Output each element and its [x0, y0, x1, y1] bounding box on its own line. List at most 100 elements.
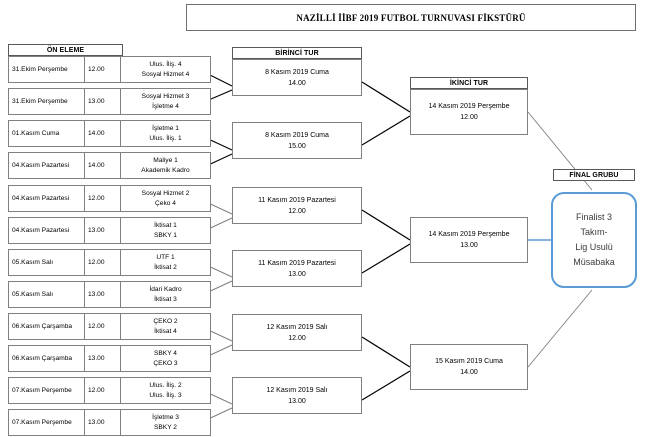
prelim-teams: Sosyal Hizmet 3 İşletme 4 [120, 88, 211, 115]
prelim-teams: İşletme 3 SBKY 2 [120, 409, 211, 436]
round2-match-date: 14 Kasım 2019 Perşembe [428, 231, 510, 238]
prelim-date: 06.Kasım Çarşamba [8, 313, 85, 340]
prelim-row[interactable]: 06.Kasım Çarşamba 12.00 ÇEKO 2 İktisat 4 [8, 313, 211, 340]
final-group-line-4: Müsabaka [573, 257, 615, 267]
prelim-time: 12.00 [84, 313, 121, 340]
prelim-row[interactable]: 31.Ekim Perşembe 13.00 Sosyal Hizmet 3 İ… [8, 88, 211, 115]
stage-header-preliminary: ÖN ELEME [8, 44, 123, 56]
final-group-line-3: Lig Usulü [575, 242, 613, 252]
prelim-teams: Ulus. İliş. 2 Ulus. İliş. 3 [120, 377, 211, 404]
prelim-date: 04.Kasım Pazartesi [8, 217, 85, 244]
prelim-team-2: SBKY 2 [154, 423, 177, 431]
prelim-teams: UTF 1 İktisat 2 [120, 249, 211, 276]
prelim-row[interactable]: 04.Kasım Pazartesi 13.00 İktisat 1 SBKY … [8, 217, 211, 244]
prelim-row[interactable]: 06.Kasım Çarşamba 13.00 SBKY 4 ÇEKO 3 [8, 345, 211, 372]
prelim-date: 05.Kasım Salı [8, 249, 85, 276]
prelim-team-1: İşletme 1 [152, 124, 179, 132]
prelim-date: 07.Kasım Perşembe [8, 409, 85, 436]
stage-header-round2: İKİNCİ TUR [410, 77, 528, 89]
prelim-time: 13.00 [84, 281, 121, 308]
round2-match-date: 15 Kasım 2019 Cuma [435, 358, 503, 365]
round2-match-box[interactable]: 15 Kasım 2019 Cuma 14.00 [410, 344, 528, 390]
prelim-team-1: Sosyal Hizmet 3 [141, 92, 190, 100]
prelim-row[interactable]: 05.Kasım Salı 13.00 İdari Kadro İktisat … [8, 281, 211, 308]
prelim-team-1: İdari Kadro [149, 285, 182, 293]
final-group-box[interactable]: Finalist 3 Takım- Lig Usulü Müsabaka [551, 192, 637, 288]
prelim-time: 13.00 [84, 345, 121, 372]
round2-match-box[interactable]: 14 Kasım 2019 Perşembe 13.00 [410, 217, 528, 263]
prelim-row[interactable]: 01.Kasım Cuma 14.00 İşletme 1 Ulus. İliş… [8, 120, 211, 147]
prelim-team-2: SBKY 1 [154, 231, 177, 239]
prelim-time: 13.00 [84, 409, 121, 436]
round2-match-box[interactable]: 14 Kasım 2019 Perşembe 12.00 [410, 89, 528, 135]
round1-match-box[interactable]: 11 Kasım 2019 Pazartesi 13.00 [232, 250, 362, 287]
page-title: NAZİLLİ İİBF 2019 FUTBOL TURNUVASI FİKST… [186, 4, 636, 31]
final-group-line-2: Takım- [580, 227, 608, 237]
round1-match-time: 14.00 [288, 79, 306, 87]
round2-match-time: 14.00 [460, 369, 478, 376]
prelim-time: 13.00 [84, 88, 121, 115]
prelim-date: 04.Kasım Pazartesi [8, 152, 85, 179]
prelim-time: 12.00 [84, 377, 121, 404]
prelim-date: 04.Kasım Pazartesi [8, 185, 85, 212]
prelim-team-2: İktisat 2 [154, 263, 177, 271]
round1-match-date: 12 Kasım 2019 Salı [266, 386, 328, 394]
prelim-time: 12.00 [84, 249, 121, 276]
prelim-row[interactable]: 07.Kasım Perşembe 13.00 İşletme 3 SBKY 2 [8, 409, 211, 436]
round2-match-date: 14 Kasım 2019 Perşembe [428, 103, 510, 110]
prelim-date: 31.Ekim Perşembe [8, 56, 85, 83]
page-title-text: NAZİLLİ İİBF 2019 FUTBOL TURNUVASI FİKST… [296, 12, 526, 23]
prelim-team-2: Sosyal Hizmet 4 [141, 70, 190, 78]
prelim-date: 06.Kasım Çarşamba [8, 345, 85, 372]
prelim-team-1: Maliye 1 [153, 156, 178, 164]
round1-match-time: 13.00 [288, 397, 306, 405]
prelim-row[interactable]: 07.Kasım Perşembe 12.00 Ulus. İliş. 2 Ul… [8, 377, 211, 404]
prelim-row[interactable]: 04.Kasım Pazartesi 12.00 Sosyal Hizmet 2… [8, 185, 211, 212]
prelim-team-2: Çeko 4 [155, 199, 176, 207]
prelim-row[interactable]: 31.Ekim Perşembe 12.00 Ulus. İliş. 4 Sos… [8, 56, 211, 83]
prelim-time: 12.00 [84, 56, 121, 83]
prelim-time: 14.00 [84, 120, 121, 147]
prelim-teams: Sosyal Hizmet 2 Çeko 4 [120, 185, 211, 212]
prelim-date: 07.Kasım Perşembe [8, 377, 85, 404]
prelim-row[interactable]: 05.Kasım Salı 12.00 UTF 1 İktisat 2 [8, 249, 211, 276]
prelim-time: 13.00 [84, 217, 121, 244]
prelim-team-1: İktisat 1 [154, 221, 177, 229]
round2-match-time: 12.00 [460, 114, 478, 121]
round1-match-time: 12.00 [288, 207, 306, 215]
round1-match-date: 11 Kasım 2019 Pazartesi [258, 259, 336, 267]
round1-match-date: 8 Kasım 2019 Cuma [265, 131, 329, 139]
prelim-team-2: İşletme 4 [152, 102, 179, 110]
round1-match-box[interactable]: 11 Kasım 2019 Pazartesi 12.00 [232, 187, 362, 224]
prelim-team-1: ÇEKO 2 [153, 317, 178, 325]
prelim-teams: Maliye 1 Akademik Kadro [120, 152, 211, 179]
prelim-team-2: Ulus. İliş. 3 [149, 391, 182, 399]
prelim-teams: İdari Kadro İktisat 3 [120, 281, 211, 308]
round1-match-date: 12 Kasım 2019 Salı [266, 323, 328, 331]
round1-match-box[interactable]: 8 Kasım 2019 Cuma 15.00 [232, 122, 362, 159]
prelim-team-1: Ulus. İliş. 4 [149, 60, 182, 68]
stage-header-round1-label: BİRİNCİ TUR [275, 49, 319, 57]
round1-match-box[interactable]: 8 Kasım 2019 Cuma 14.00 [232, 59, 362, 96]
stage-header-round2-label: İKİNCİ TUR [449, 79, 489, 87]
prelim-date: 05.Kasım Salı [8, 281, 85, 308]
prelim-teams: Ulus. İliş. 4 Sosyal Hizmet 4 [120, 56, 211, 83]
prelim-date: 31.Ekim Perşembe [8, 88, 85, 115]
final-group-line-1: Finalist 3 [575, 212, 612, 222]
prelim-team-1: SBKY 4 [154, 349, 177, 357]
prelim-time: 14.00 [84, 152, 121, 179]
prelim-team-1: UTF 1 [156, 253, 175, 261]
prelim-row[interactable]: 04.Kasım Pazartesi 14.00 Maliye 1 Akadem… [8, 152, 211, 179]
round1-match-box[interactable]: 12 Kasım 2019 Salı 13.00 [232, 377, 362, 414]
stage-header-final-label: FİNAL GRUBU [569, 171, 619, 179]
stage-header-round1: BİRİNCİ TUR [232, 47, 362, 59]
round1-match-date: 8 Kasım 2019 Cuma [265, 68, 329, 76]
prelim-teams: İşletme 1 Ulus. İliş. 1 [120, 120, 211, 147]
prelim-team-2: Akademik Kadro [141, 166, 190, 174]
prelim-team-2: İktisat 3 [154, 295, 177, 303]
prelim-teams: ÇEKO 2 İktisat 4 [120, 313, 211, 340]
round1-match-box[interactable]: 12 Kasım 2019 Salı 12.00 [232, 314, 362, 351]
prelim-date: 01.Kasım Cuma [8, 120, 85, 147]
prelim-team-2: ÇEKO 3 [153, 359, 178, 367]
prelim-team-2: İktisat 4 [154, 327, 177, 335]
